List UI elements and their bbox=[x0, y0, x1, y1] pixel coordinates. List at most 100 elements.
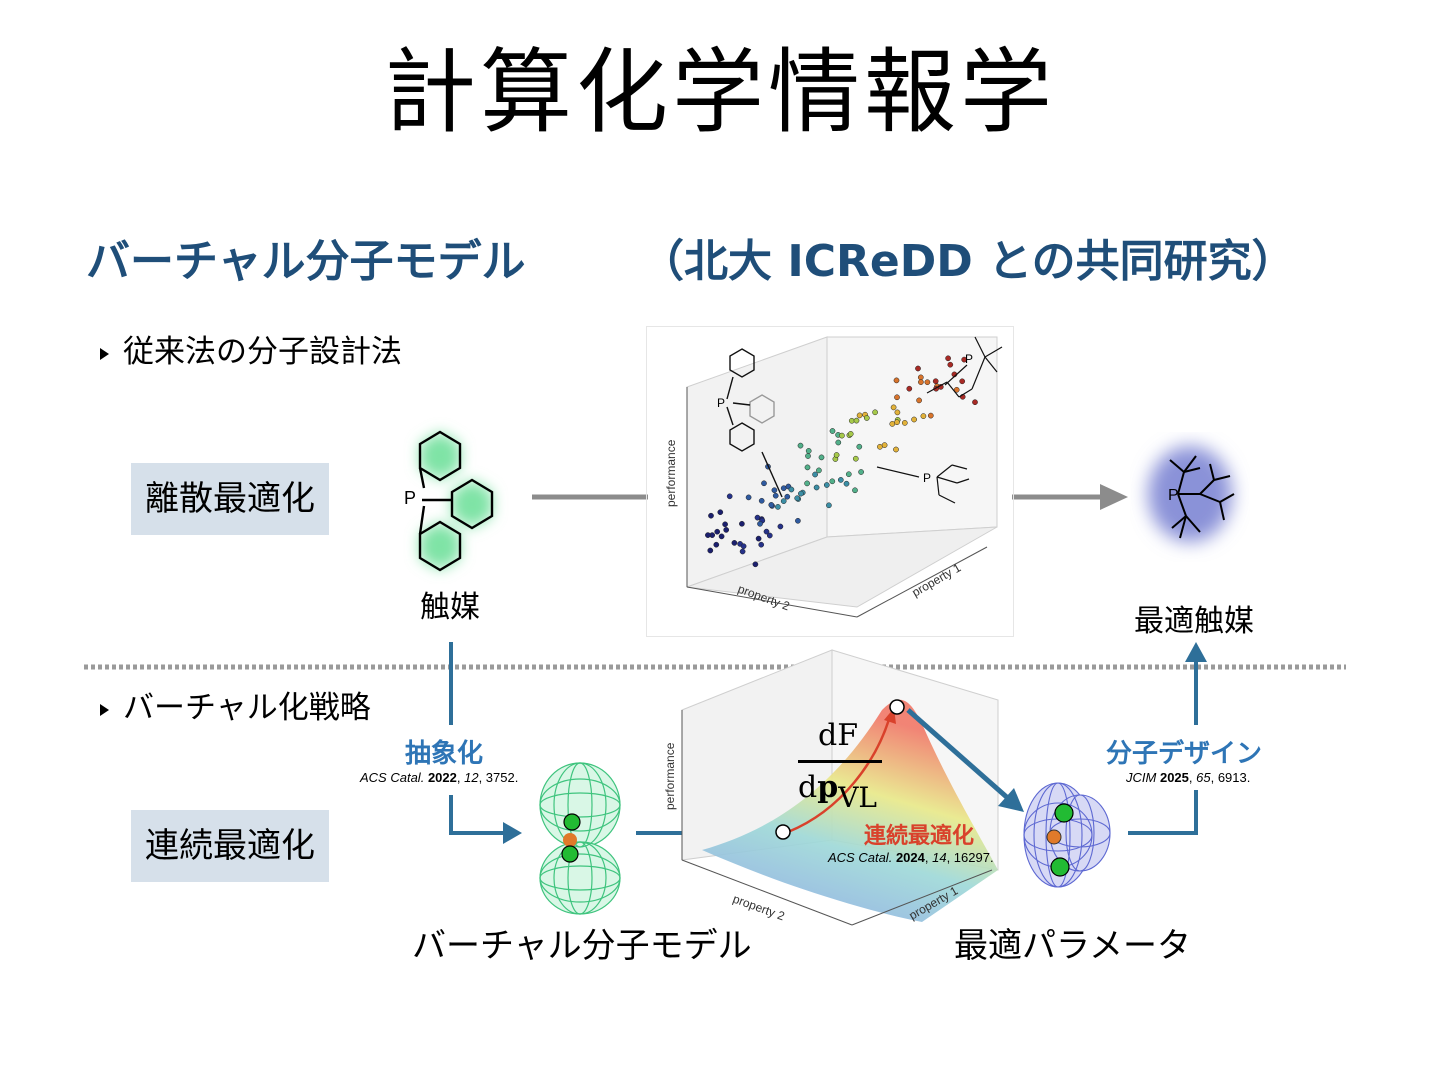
scatter-point bbox=[894, 409, 901, 416]
scatter-point bbox=[739, 520, 745, 527]
inset-p-label-3: P bbox=[923, 471, 931, 485]
scatter-point bbox=[758, 497, 765, 504]
optimum-arrow bbox=[906, 708, 1024, 812]
bullet-virtual: バーチャル化戦略 bbox=[100, 688, 371, 728]
scatter-point bbox=[722, 521, 728, 528]
ref-continuous-journal: ACS Catal. bbox=[828, 850, 893, 865]
scatter-point bbox=[856, 443, 863, 450]
scatter-point bbox=[961, 356, 968, 363]
scatter-point bbox=[932, 378, 939, 385]
scatter-point bbox=[795, 517, 801, 524]
step-continuous: 連続最適化 bbox=[864, 824, 975, 849]
scatter-point bbox=[823, 482, 830, 488]
scatter-point bbox=[833, 452, 840, 458]
scatter-point bbox=[915, 365, 921, 372]
scatter-point bbox=[858, 469, 864, 475]
gradient-fraction-bar bbox=[798, 760, 882, 763]
scatter-point bbox=[739, 548, 746, 555]
optimum-arrowhead bbox=[998, 788, 1024, 812]
subtitle-collaboration: （北大 ICReDD との共同研究） bbox=[640, 236, 1296, 287]
surface-mesh bbox=[702, 699, 998, 922]
gradient-numerator: dF bbox=[818, 718, 859, 753]
bullet-conventional: 従来法の分子設計法 bbox=[100, 332, 402, 372]
scatter-point bbox=[804, 480, 810, 487]
optimal-catalyst-molecule: P bbox=[1148, 446, 1235, 542]
scatter-points bbox=[705, 355, 978, 568]
scatter-point bbox=[731, 540, 738, 546]
scatter-point bbox=[894, 394, 900, 401]
scatter-point bbox=[745, 494, 752, 501]
ref-continuous-volume: 14 bbox=[932, 850, 947, 865]
scatter-point bbox=[788, 486, 795, 493]
scatter-point bbox=[812, 471, 818, 478]
optimal-catalyst-bonds bbox=[1169, 455, 1235, 539]
scatter-point bbox=[705, 532, 711, 538]
gray-arrowhead bbox=[1100, 484, 1128, 510]
ref-design-journal: JCIM bbox=[1126, 770, 1157, 785]
bullet-triangle-icon bbox=[100, 703, 109, 716]
scatter-point bbox=[924, 379, 931, 386]
design-line-bottom bbox=[1128, 790, 1198, 835]
ref-abstraction: ACS Catal. 2022, 12, 3752. bbox=[360, 770, 519, 785]
optimum-point bbox=[889, 699, 905, 715]
tag-discrete-optimization: 離散最適化 bbox=[131, 463, 329, 535]
scatter-point bbox=[916, 397, 922, 404]
optimal-p-label: P bbox=[1168, 487, 1179, 504]
scatter-point bbox=[890, 404, 897, 411]
scatter-point bbox=[707, 547, 714, 554]
ref-continuous: ACS Catal. 2024, 14, 16297. bbox=[828, 850, 994, 865]
catalyst-molecule: P bbox=[404, 430, 494, 572]
scatter-point bbox=[848, 417, 855, 424]
scatter-point bbox=[972, 399, 978, 406]
scatter-axes-box bbox=[686, 336, 998, 608]
label-optimal-parameters: 最適パラメータ bbox=[954, 926, 1191, 966]
scatter-point bbox=[740, 543, 747, 550]
scatter-point bbox=[775, 504, 781, 510]
ref-continuous-year: 2024 bbox=[895, 850, 925, 865]
scatter-point bbox=[794, 495, 801, 502]
scatter-point bbox=[917, 374, 924, 381]
bullet-virtual-text: バーチャル化戦略 bbox=[123, 690, 371, 726]
scatter-point bbox=[723, 527, 730, 533]
scatter-point bbox=[818, 454, 825, 461]
phosphorus-atom-label: P bbox=[404, 488, 416, 508]
inset-p-label-1: P bbox=[717, 396, 725, 410]
ref-design-volume: 65 bbox=[1196, 770, 1211, 785]
abstraction-line-bottom bbox=[449, 795, 505, 835]
scatter-point bbox=[752, 561, 759, 568]
optimum-arrow-line bbox=[906, 708, 1012, 802]
design-arrowhead bbox=[1185, 642, 1207, 662]
optimal-model-atom-bottom bbox=[1050, 857, 1070, 877]
scatter-point bbox=[771, 487, 778, 494]
scatter-point bbox=[829, 478, 836, 485]
scatter-point bbox=[780, 498, 787, 504]
inset-p-label-2: P bbox=[965, 352, 973, 366]
scatter-point bbox=[839, 432, 845, 439]
scatter-point bbox=[893, 377, 900, 384]
scatter-point bbox=[804, 464, 811, 471]
ref-design-year: 2025 bbox=[1159, 770, 1189, 785]
optimal-model-core-atom bbox=[1046, 829, 1062, 845]
scatter-point bbox=[845, 471, 852, 478]
scatter-point bbox=[927, 412, 934, 419]
inset-pph3 bbox=[726, 348, 783, 498]
scatter-point bbox=[777, 523, 784, 530]
ref-design-pages: 6913. bbox=[1217, 770, 1251, 785]
label-virtual-model: バーチャル分子モデル bbox=[412, 926, 752, 966]
ref-abstraction-volume: 12 bbox=[464, 770, 479, 785]
scatter-point bbox=[893, 446, 899, 453]
scatter-point bbox=[726, 493, 733, 500]
scatter-point bbox=[906, 385, 913, 392]
scatter-point bbox=[945, 355, 951, 362]
scatter-point bbox=[872, 409, 878, 416]
scatter-point bbox=[852, 455, 859, 462]
inset-ptbu3 bbox=[926, 336, 1003, 398]
inset-pet3 bbox=[876, 464, 970, 504]
ref-abstraction-pages: 3752. bbox=[485, 770, 519, 785]
scatter-point bbox=[835, 439, 842, 446]
scatter-point bbox=[953, 386, 960, 393]
scatter-point bbox=[843, 480, 850, 487]
scatter-point bbox=[784, 493, 791, 500]
scatter-point bbox=[853, 417, 860, 424]
